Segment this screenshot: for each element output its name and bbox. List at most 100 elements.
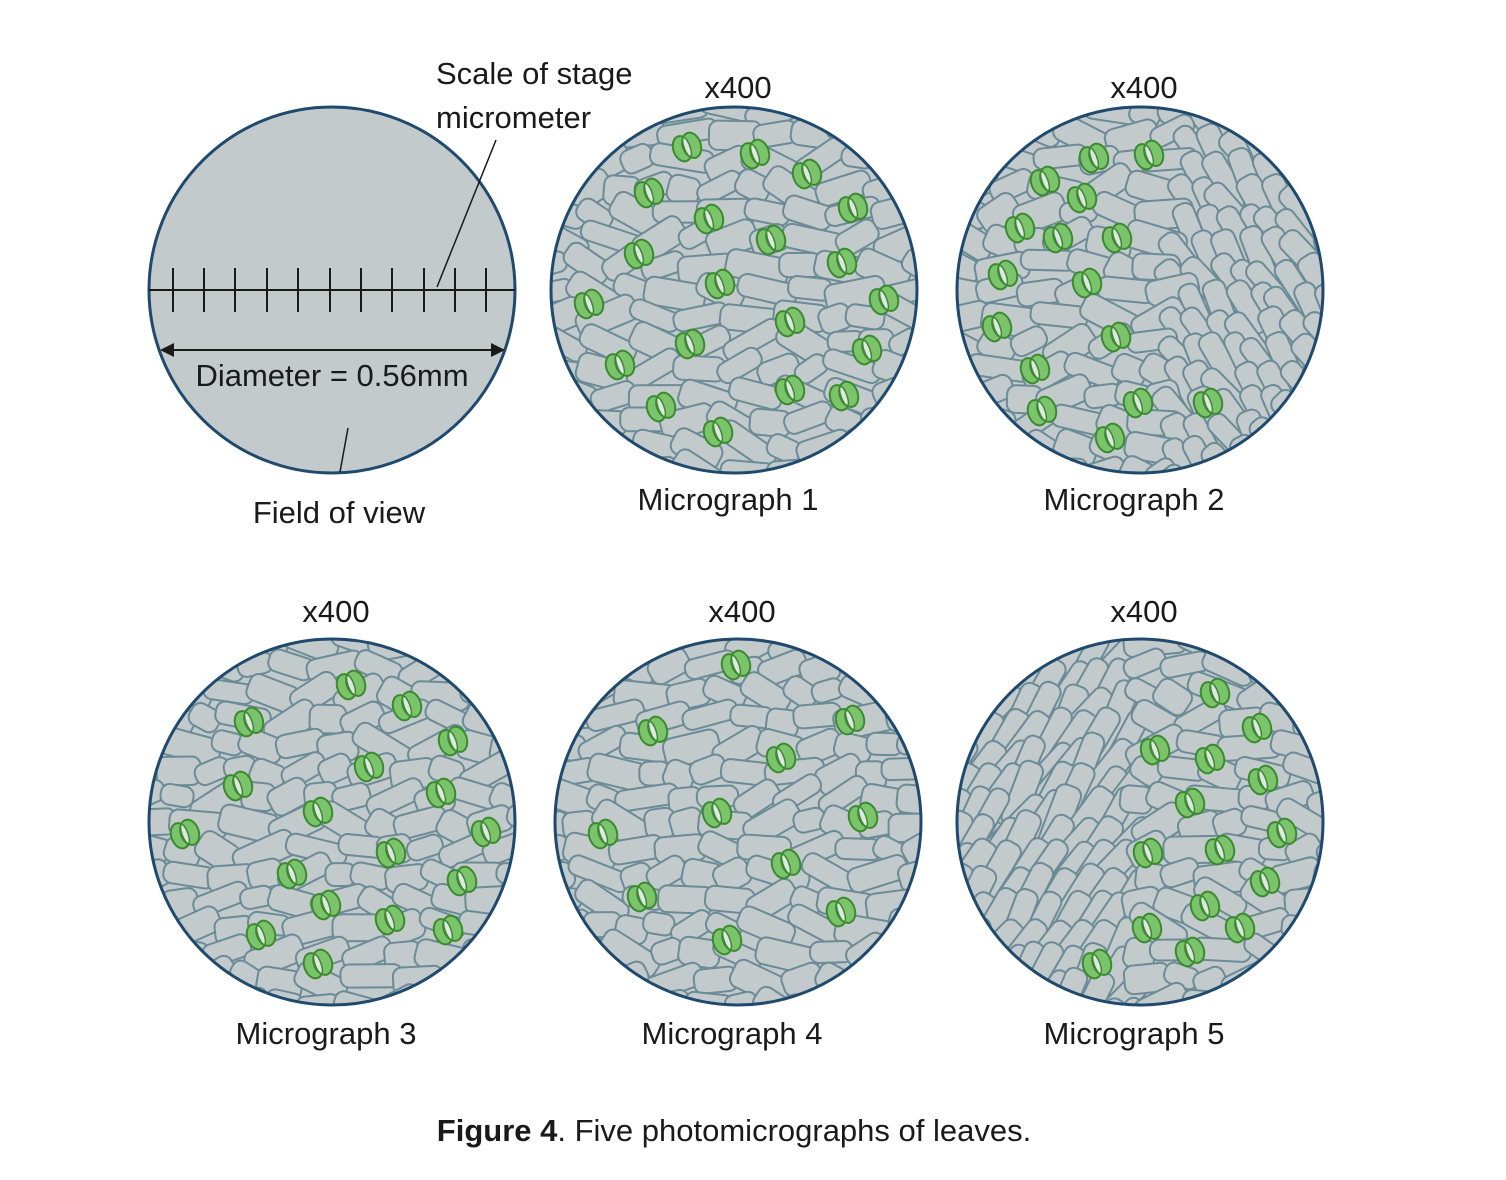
stoma [1241,712,1273,744]
stoma [1192,387,1224,419]
stoma [1266,817,1298,849]
stoma [573,288,605,320]
cell [317,752,354,785]
stoma [302,796,334,828]
cell [957,409,978,436]
cell [975,639,1024,682]
cell [464,961,511,996]
stoma [1101,222,1133,254]
stoma [1004,212,1036,244]
stoma [868,284,900,316]
cell [1262,639,1313,662]
caption-text: . Five photomicrographs of leaves. [557,1113,1031,1148]
cell [1122,647,1167,680]
stoma [626,881,658,913]
cell [1270,389,1323,467]
stoma [1100,321,1132,353]
caption-bold: Figure 4 [437,1113,558,1148]
cell [927,407,963,437]
cell [182,981,239,1005]
cell [149,982,191,1005]
stoma [470,816,502,848]
cell [957,655,981,740]
stoma [335,669,367,701]
cell [957,966,993,1005]
stoma [1019,353,1051,385]
cell [1265,107,1319,163]
cell [551,430,567,466]
cell [149,700,164,732]
cell [642,275,707,313]
cell [940,652,1004,685]
cell [1326,900,1388,945]
stoma [1224,912,1256,944]
stoma [1174,787,1206,819]
cell [880,756,921,782]
cell [936,993,973,1023]
cell [575,456,637,473]
cell [1324,253,1384,325]
micrograph-border [549,105,919,475]
cell [852,453,895,473]
cell [929,678,970,709]
cell [443,651,503,683]
micrograph-label: Micrograph 5 [1044,1016,1225,1051]
stoma [1132,837,1164,869]
stoma [981,311,1013,343]
micrograph-label: Micrograph 4 [642,1016,823,1051]
cell [501,959,515,999]
cell [859,639,913,663]
cell [847,107,912,130]
cell [1316,442,1323,473]
cell [165,639,219,655]
stoma [1122,387,1154,419]
cell [1274,987,1314,1005]
cell [585,639,647,663]
stoma [1189,890,1221,922]
cell [1253,465,1311,473]
cell [460,987,515,1005]
micrograph-border [955,105,1325,475]
cell [886,460,917,473]
cell [908,351,917,384]
stoma [834,704,866,736]
cell [836,988,898,1005]
stoma [222,770,254,802]
micrometer-label-line1: Scale of stage [436,56,632,91]
stoma [1249,866,1281,898]
stoma [276,858,308,890]
cell [1332,643,1399,689]
cell [1329,882,1377,921]
cell [910,936,921,969]
cell [766,458,806,473]
stoma [755,224,787,256]
cell [739,671,792,716]
stoma [1071,267,1103,299]
cell [1319,729,1323,763]
cell [888,427,917,467]
cell [149,682,169,714]
cell [881,941,918,969]
cell [913,326,917,364]
cell [466,639,509,661]
cell [508,932,515,977]
stoma [374,904,406,936]
micrograph-label: Micrograph 2 [1044,482,1225,517]
cell [957,996,969,1005]
cell [1312,861,1323,895]
field-pointer-line [339,427,349,473]
cell [555,992,570,1005]
stoma [1081,948,1113,980]
cell [1321,805,1364,846]
stoma [623,238,655,270]
cell [1318,960,1323,993]
stoma [1204,834,1236,866]
cell [1223,469,1293,473]
cell [1315,832,1323,871]
cell [854,962,901,995]
cell [415,991,472,1005]
cell [957,435,1001,467]
cell [824,458,860,473]
